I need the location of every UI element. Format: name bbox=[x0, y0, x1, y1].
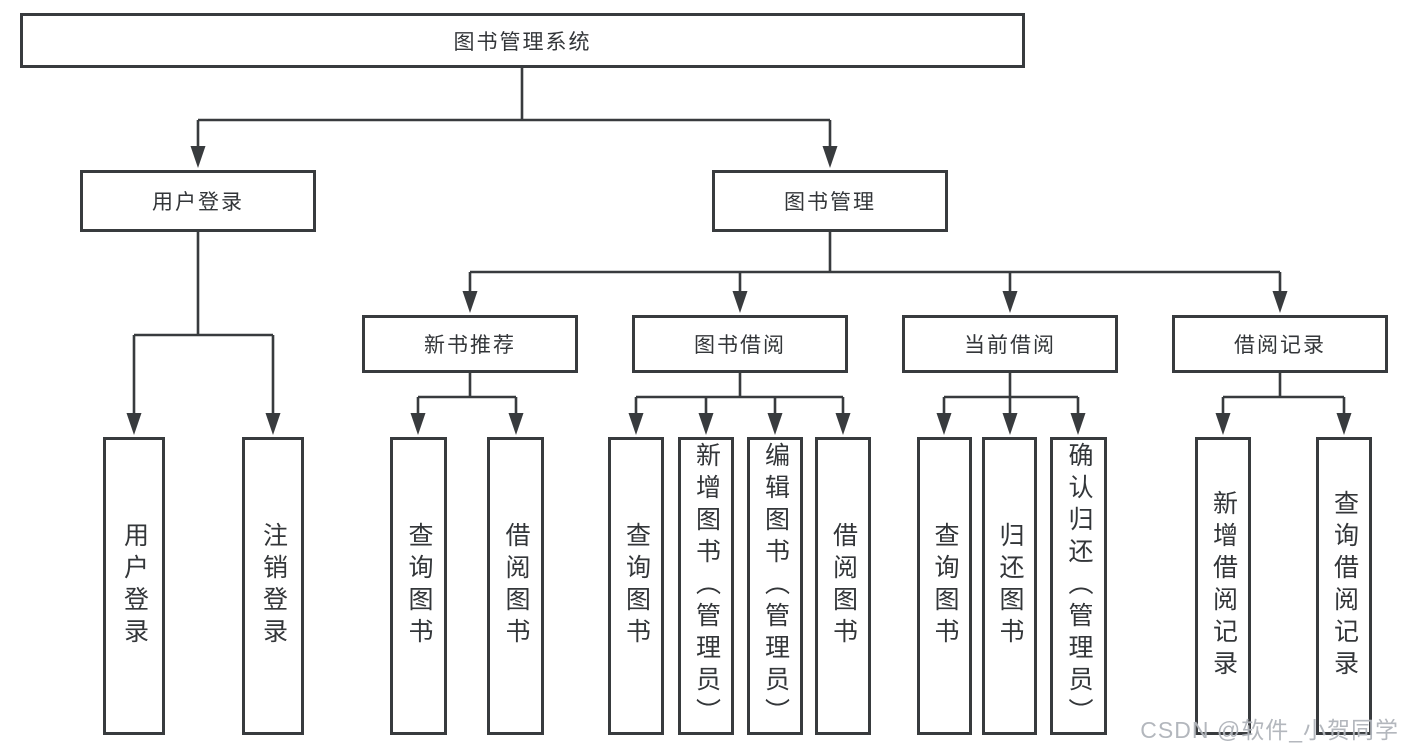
node-leaf-user-login: 用户登录 bbox=[103, 437, 165, 735]
node-label: 借阅图书 bbox=[829, 522, 858, 650]
node-leaf-borrow-borrow-books: 借阅图书 bbox=[815, 437, 871, 735]
node-label: 新书推荐 bbox=[424, 334, 516, 357]
node-label: 查询图书 bbox=[931, 522, 959, 650]
node-leaf-borrow-add-books-admin: 新增图书（管理员） bbox=[678, 437, 734, 735]
node-leaf-recommend-borrow-books: 借阅图书 bbox=[487, 437, 544, 735]
node-label: 新增借阅记录 bbox=[1209, 490, 1238, 682]
arrowheads bbox=[126, 146, 1352, 435]
node-leaf-current-confirm-return-admin: 确认归还（管理员） bbox=[1050, 437, 1107, 735]
node-label: 确认归还（管理员） bbox=[1065, 442, 1093, 730]
node-current-borrow: 当前借阅 bbox=[902, 315, 1118, 373]
node-new-book-recommend: 新书推荐 bbox=[362, 315, 578, 373]
node-label: 用户登录 bbox=[120, 522, 149, 650]
node-label: 编辑图书（管理员） bbox=[761, 442, 790, 730]
node-leaf-records-query-record: 查询借阅记录 bbox=[1316, 437, 1372, 735]
node-label: 借阅图书 bbox=[502, 522, 530, 650]
node-leaf-logout: 注销登录 bbox=[242, 437, 304, 735]
node-label: 图书管理 bbox=[784, 191, 876, 214]
node-leaf-borrow-edit-books-admin: 编辑图书（管理员） bbox=[747, 437, 803, 735]
node-book-management: 图书管理 bbox=[712, 170, 948, 232]
node-label: 注销登录 bbox=[259, 522, 288, 650]
node-label: 图书借阅 bbox=[694, 334, 786, 357]
node-label: 查询图书 bbox=[622, 522, 651, 650]
node-user-login: 用户登录 bbox=[80, 170, 316, 232]
node-book-borrow: 图书借阅 bbox=[632, 315, 848, 373]
node-leaf-recommend-query-books: 查询图书 bbox=[390, 437, 447, 735]
csdn-watermark: CSDN @软件_小贺同学 bbox=[1140, 717, 1399, 743]
node-label: 当前借阅 bbox=[964, 334, 1056, 357]
node-leaf-current-return-books: 归还图书 bbox=[982, 437, 1037, 735]
node-label: 用户登录 bbox=[152, 191, 244, 214]
node-label: 查询图书 bbox=[405, 522, 433, 650]
node-label: 归还图书 bbox=[996, 522, 1024, 650]
node-leaf-borrow-query-books: 查询图书 bbox=[608, 437, 664, 735]
node-label: 查询借阅记录 bbox=[1330, 490, 1359, 682]
node-label: 新增图书（管理员） bbox=[692, 442, 721, 730]
node-label: 图书管理系统 bbox=[453, 30, 592, 54]
node-label: 借阅记录 bbox=[1234, 334, 1326, 357]
node-library-management-system: 图书管理系统 bbox=[20, 13, 1025, 68]
node-leaf-records-add-record: 新增借阅记录 bbox=[1195, 437, 1251, 735]
node-leaf-current-query-books: 查询图书 bbox=[917, 437, 972, 735]
node-borrow-records: 借阅记录 bbox=[1172, 315, 1388, 373]
